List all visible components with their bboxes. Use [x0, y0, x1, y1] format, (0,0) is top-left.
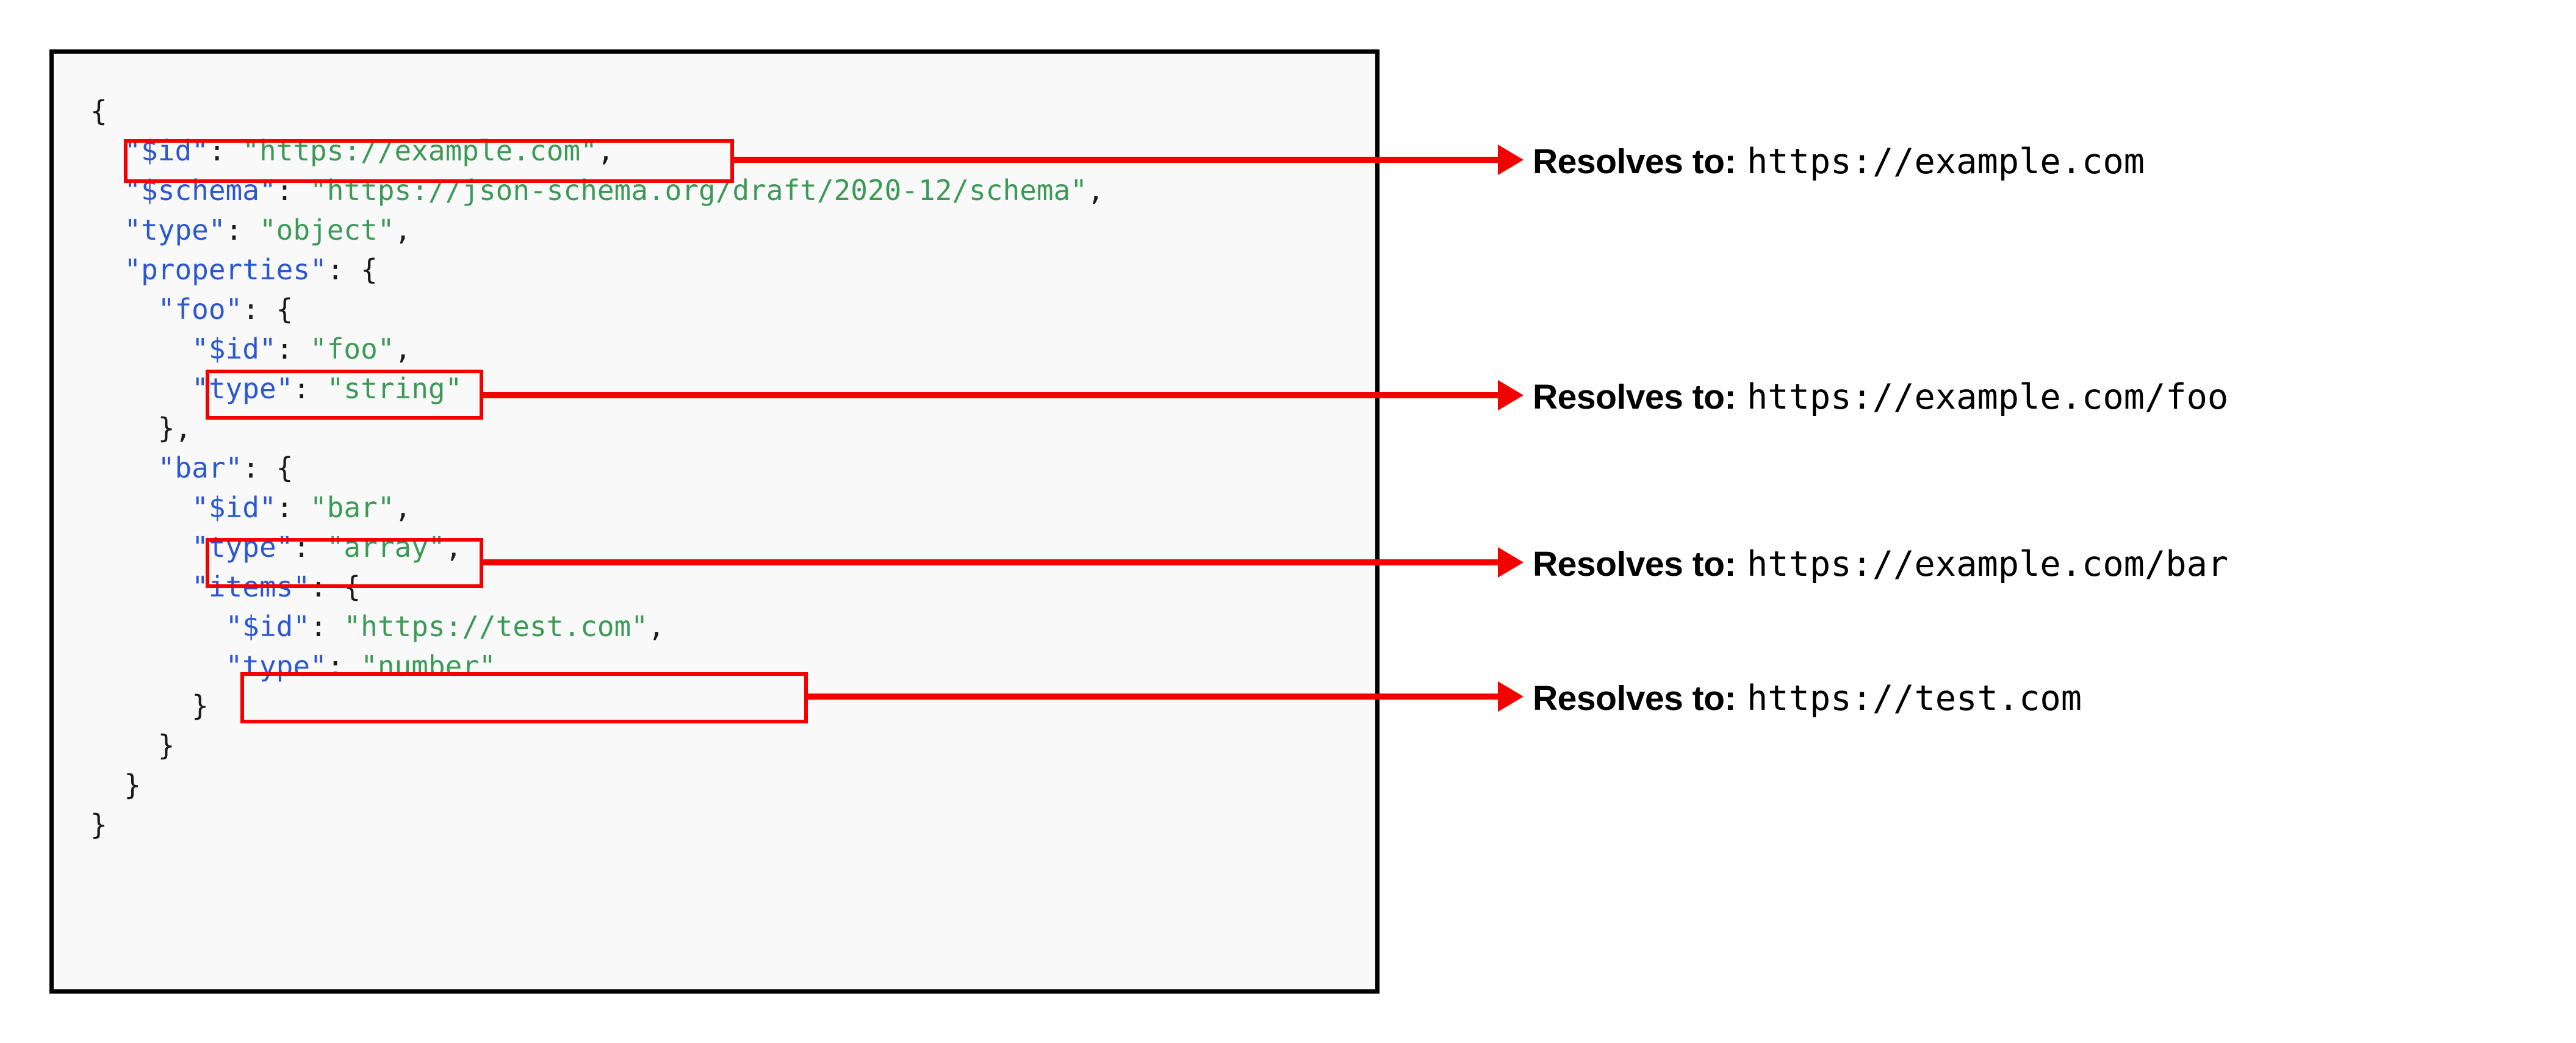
code-token-punct: } [90, 808, 107, 841]
resolve-url: https://example.com [1746, 142, 2145, 182]
code-token-key: "$id" [225, 610, 311, 643]
code-line: "type": "object", [90, 210, 1104, 250]
highlight-box-id-foo [206, 370, 483, 420]
connector-arrow-foo [482, 392, 1498, 398]
code-line: "$id": "foo", [90, 329, 1104, 369]
code-token-str: "https://test.com" [344, 610, 648, 643]
code-token-punct: , [1087, 174, 1104, 207]
connector-arrowhead-root [1498, 145, 1524, 175]
annotation-resolve-root: Resolves to: https://example.com [1533, 142, 2145, 182]
code-token-punct: : [276, 332, 311, 365]
code-token-str: "number" [361, 650, 496, 683]
code-line: { [90, 91, 1104, 131]
code-token-punct: : [293, 372, 327, 405]
code-token-key: "properties" [124, 253, 327, 286]
code-token-punct: , [394, 332, 412, 365]
annotation-resolve-foo: Resolves to: https://example.com/foo [1533, 377, 2228, 417]
code-line: } [90, 765, 1104, 805]
annotation-resolve-bar: Resolves to: https://example.com/bar [1533, 544, 2228, 584]
code-token-punct: } [192, 689, 209, 722]
code-token-punct: }, [157, 412, 192, 445]
connector-arrowhead-bar [1498, 547, 1524, 578]
code-token-punct: } [157, 729, 175, 762]
code-token-punct: : { [326, 253, 378, 286]
connector-arrow-root [732, 157, 1498, 163]
code-token-punct: , [394, 491, 412, 524]
resolve-label: Resolves to: [1533, 142, 1736, 181]
code-line: } [90, 805, 1104, 845]
code-token-punct: : [326, 650, 361, 683]
resolve-url: https://test.com [1746, 678, 2082, 719]
resolve-label: Resolves to: [1533, 545, 1736, 584]
code-token-punct: : { [242, 451, 293, 484]
connector-arrow-bar [482, 559, 1498, 565]
code-token-str: "bar" [310, 491, 395, 524]
annotation-resolve-items: Resolves to: https://test.com [1533, 678, 2082, 719]
highlight-box-id-root [124, 139, 734, 183]
code-line: } [90, 726, 1104, 765]
code-token-punct: , [445, 531, 462, 564]
highlight-box-id-items [240, 672, 808, 723]
code-token-punct: : [225, 213, 259, 246]
code-token-punct: , [647, 610, 665, 643]
highlight-box-id-bar [206, 538, 483, 588]
code-token-str: "object" [259, 213, 395, 246]
code-token-punct: : [276, 491, 311, 524]
code-token-key: "foo" [157, 293, 243, 326]
code-token-key: "$id" [192, 491, 276, 524]
json-code-panel: { "$id": "https://example.com", "$schema… [49, 49, 1380, 994]
code-token-str: "array" [326, 531, 445, 564]
code-token-punct: : { [242, 293, 293, 326]
code-token-key: "type" [124, 213, 226, 246]
connector-arrowhead-foo [1498, 380, 1524, 410]
code-line: "properties": { [90, 250, 1104, 290]
resolve-url: https://example.com/bar [1746, 544, 2229, 584]
code-line: "type": "number" [90, 647, 1104, 686]
code-token-str: "string" [326, 372, 462, 405]
connector-arrowhead-items [1498, 681, 1524, 712]
code-token-punct: : [293, 531, 327, 564]
resolve-url: https://example.com/foo [1746, 377, 2229, 417]
resolve-label: Resolves to: [1533, 679, 1736, 718]
code-token-punct: { [90, 95, 107, 127]
code-token-punct: } [124, 769, 142, 801]
resolve-label: Resolves to: [1533, 378, 1736, 417]
code-token-punct: , [394, 213, 412, 246]
code-token-punct: : [310, 610, 344, 643]
code-line: "bar": { [90, 448, 1104, 488]
code-line: "$id": "https://test.com", [90, 607, 1104, 647]
connector-arrow-items [805, 694, 1498, 700]
code-line: "foo": { [90, 290, 1104, 329]
code-token-str: "foo" [310, 332, 395, 365]
code-token-key: "bar" [157, 451, 243, 484]
code-line: "$id": "bar", [90, 488, 1104, 528]
code-line: } [90, 686, 1104, 726]
code-token-key: "$id" [192, 332, 276, 365]
code-line: }, [90, 409, 1104, 448]
json-code-listing: { "$id": "https://example.com", "$schema… [90, 91, 1104, 845]
